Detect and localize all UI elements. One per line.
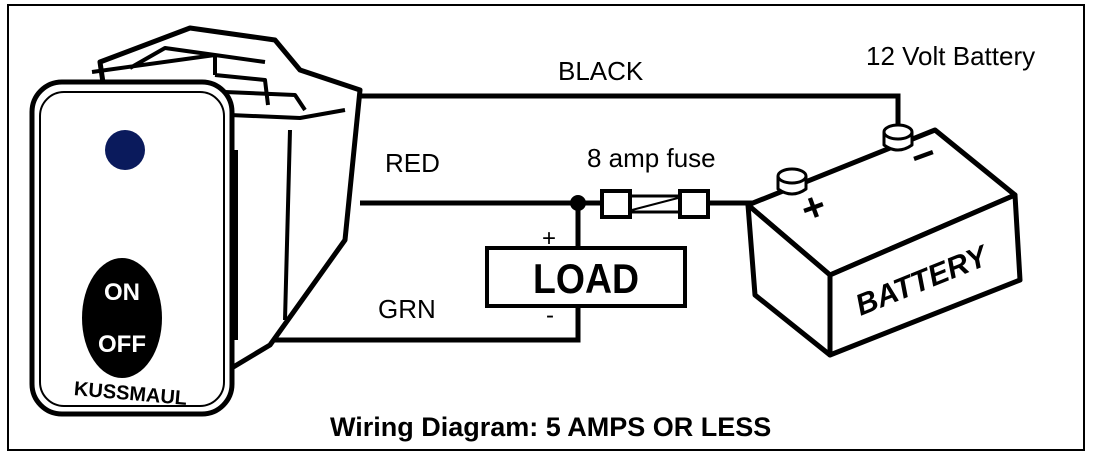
rocker-button[interactable] xyxy=(82,258,162,378)
battery xyxy=(745,123,1023,358)
switch-side xyxy=(229,108,346,340)
load-text: LOAD xyxy=(533,255,639,302)
battery-caption: 12 Volt Battery xyxy=(866,41,1036,71)
black-wire xyxy=(360,93,901,130)
battery-terminal-negative-top xyxy=(882,123,914,141)
diagram-frame xyxy=(7,4,1085,451)
black-wire-label: BLACK xyxy=(558,56,644,86)
fuse-label: 8 amp fuse xyxy=(587,143,716,173)
green-wire xyxy=(275,305,581,343)
rocker-switch xyxy=(29,25,363,417)
fuse xyxy=(600,189,710,219)
load-box xyxy=(485,246,687,308)
green-wire-label: GRN xyxy=(378,294,436,324)
junction-dot xyxy=(570,195,586,211)
switch-on-text: ON xyxy=(104,279,140,306)
switch-off-text: OFF xyxy=(98,331,146,358)
switch-face-inner xyxy=(39,91,225,407)
battery-terminal-positive-top xyxy=(776,167,808,185)
fuse-cap-left xyxy=(600,189,632,219)
load-plus-label: + xyxy=(542,225,557,252)
red-wire-label: RED xyxy=(385,148,440,178)
switch-face xyxy=(29,79,235,417)
fuse-cap-right xyxy=(678,189,710,219)
fuse-element xyxy=(631,197,679,211)
switch-top-tabs xyxy=(91,46,307,112)
load-minus-label: - xyxy=(546,302,554,329)
battery-side xyxy=(827,192,1023,358)
indicator-led xyxy=(105,130,145,170)
diagram-title: Wiring Diagram: 5 AMPS OR LESS xyxy=(330,412,772,442)
